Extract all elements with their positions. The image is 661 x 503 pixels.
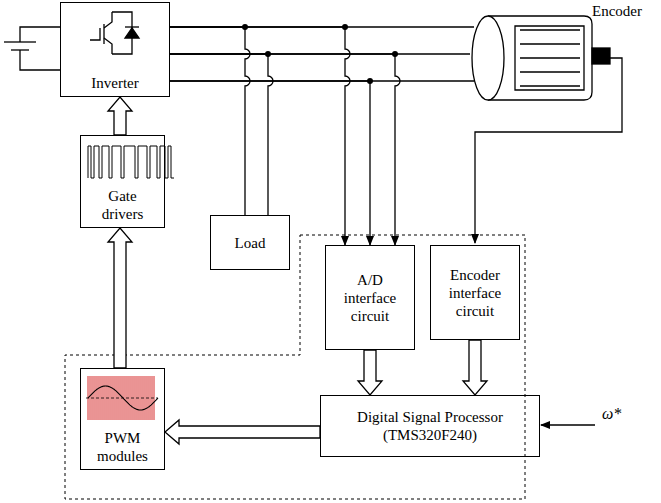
box-label: Encoder interface circuit <box>436 266 514 320</box>
igbt-symbol <box>90 12 139 54</box>
gate-pulse-graphic <box>88 146 174 178</box>
encoder-label: Encoder <box>592 2 642 20</box>
pwm-module-box: PWM modules <box>80 368 165 470</box>
data-flow-arrow <box>108 228 132 368</box>
data-flow-arrow <box>108 97 132 135</box>
signal-wire <box>170 24 273 215</box>
signal-wire <box>170 24 400 245</box>
gate-driver-box: Gate drivers <box>80 135 165 228</box>
box-label: A/D interface circuit <box>331 271 409 325</box>
box-label: PWM modules <box>86 429 159 465</box>
load-box: Load <box>210 215 290 270</box>
box-label: Digital Signal Processor (TMS320F240) <box>326 408 534 444</box>
controller-region <box>65 235 525 499</box>
data-flow-arrow <box>358 350 382 395</box>
encoder-wire <box>475 58 622 243</box>
inverter-box: Inverter <box>60 2 170 97</box>
data-flow-arrow <box>165 420 320 444</box>
dsp-box: Digital Signal Processor (TMS320F240) <box>320 395 540 457</box>
encoder-interface-box: Encoder interface circuit <box>430 245 520 340</box>
motor-symbol <box>472 16 610 100</box>
box-label: Load <box>235 234 266 252</box>
adc-interface-box: A/D interface circuit <box>325 245 415 350</box>
box-label: Gate drivers <box>86 187 159 223</box>
data-flow-arrow <box>463 340 487 395</box>
box-label: Inverter <box>91 74 138 92</box>
speed-reference-arrow <box>541 424 595 425</box>
speed-reference-label: ω* <box>602 404 621 423</box>
pwm-waveform-graphic <box>86 376 158 420</box>
dc-source-symbol <box>4 27 60 70</box>
